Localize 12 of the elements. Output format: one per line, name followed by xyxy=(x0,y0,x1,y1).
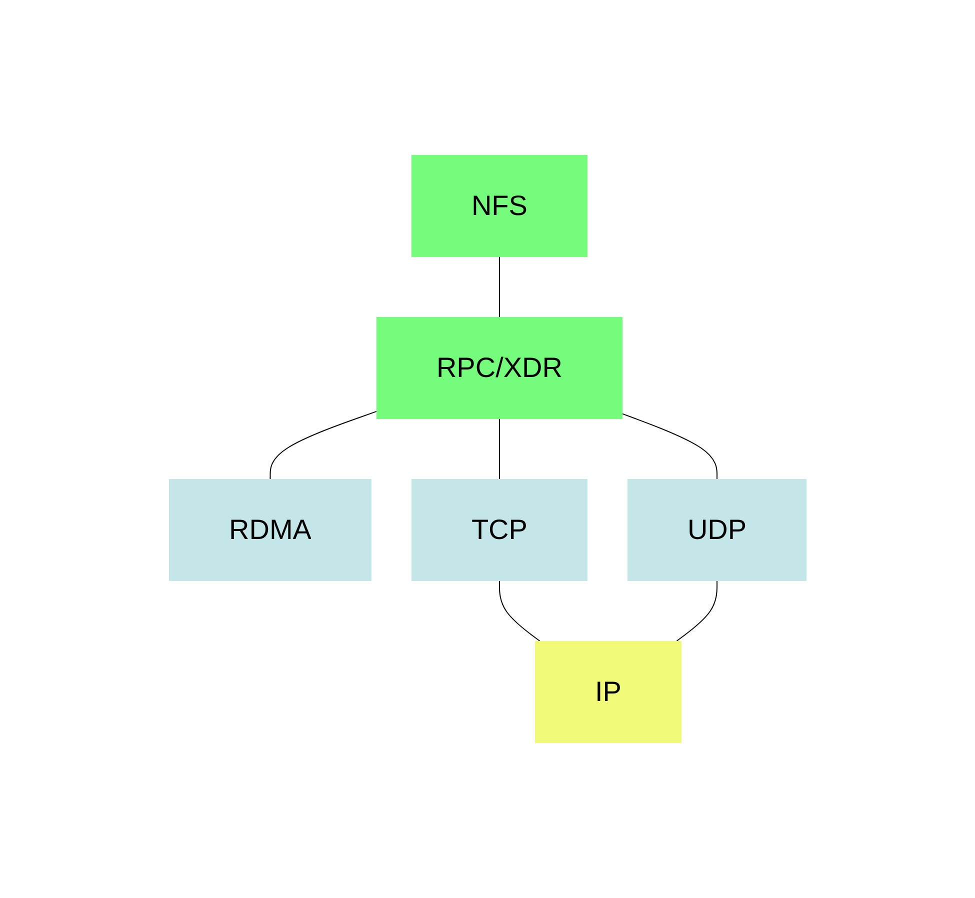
node-box: RDMA xyxy=(168,479,372,581)
connector xyxy=(498,256,500,318)
connector xyxy=(676,580,718,642)
connector xyxy=(498,580,540,642)
node-box: RPC/XDR xyxy=(376,317,622,419)
connector xyxy=(269,410,377,480)
node-box: NFS xyxy=(411,155,588,257)
node-box: UDP xyxy=(627,479,806,581)
node-box: IP xyxy=(534,641,682,743)
node-box: TCP xyxy=(411,479,588,581)
connector xyxy=(622,413,718,480)
connector xyxy=(498,418,500,480)
